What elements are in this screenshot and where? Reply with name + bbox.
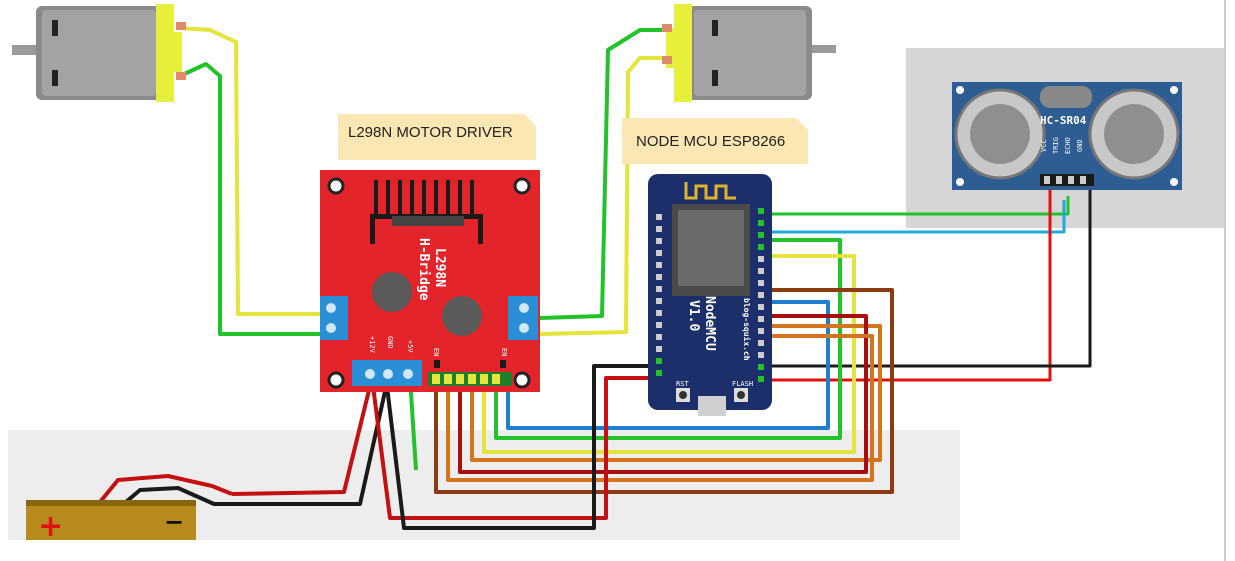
mount-hole [513,177,531,195]
wire-power-red [231,377,374,496]
crystal [1040,86,1092,108]
mount-hole [513,371,531,389]
hbridge-label: H-Bridge [416,238,431,301]
wire-sensor-echo-cyan [762,200,1066,234]
wire-sensor-vcc-red [762,190,1052,382]
capacitor [442,296,482,336]
wires [98,26,1092,530]
wire-right-motor-green [539,28,672,320]
left-motor [12,4,186,102]
mount-hole [327,371,345,389]
rst-label: RST [676,380,689,388]
motor-driver-note-text: L298N MOTOR DRIVER [348,124,513,141]
pin-en-b-label: EN [500,348,508,356]
wire-ctrl-brown [434,288,894,494]
mcu-note-text: NODE MCU ESP8266 [636,133,785,150]
sensor-pin-vcc: VCC [1040,139,1048,152]
mcu-note: NODE MCU ESP8266 [622,118,808,164]
terminal-left [320,296,348,340]
wifi-antenna [684,182,736,200]
right-motor [662,4,836,102]
wire-ctrl-orange-2 [446,334,874,482]
wire-battery-red [98,474,233,504]
mount-hole [327,177,345,195]
flash-label: FLASH [732,380,753,388]
nodemcu-site: blog-squix.ch [742,298,752,361]
pin-en-a-label: EN [432,348,440,356]
wire-power-red-2 [370,376,652,520]
capacitor [372,272,412,312]
wire-right-motor-yellow [539,56,672,336]
wire-ctrl-green [494,238,842,440]
pin-5v-label: +5V [406,340,414,353]
sensor-pin-trig: TRIG [1052,137,1060,154]
usb-port [698,396,726,416]
motor-driver-note: L298N MOTOR DRIVER [338,114,536,160]
pin-gnd-label: GND [386,336,394,349]
pin-12v-label: +12V [368,336,376,354]
wire-sensor-trig-green [762,196,1070,216]
nodemcu-brand: NodeMCU [702,296,717,351]
left-pins [656,214,662,376]
wire-ctrl-orange [470,324,882,462]
l298n-label: L298N [432,248,447,287]
wire-left-motor-green [179,62,322,336]
wire-power-green [408,377,418,471]
sensor-pin-echo: ECHO [1064,137,1072,154]
l298n-board: L298N H-Bridge +12V GND +5V EN EN [320,170,540,392]
heatsink [370,180,483,244]
wire-ctrl-blue [506,300,830,430]
right-pins [758,208,764,382]
hcsr04-sensor: HC-SR04 VCC TRIG ECHO GND [952,82,1182,190]
wire-left-motor-yellow [179,26,322,316]
sensor-model: HC-SR04 [1040,114,1087,127]
battery-positive: + [38,509,63,544]
wire-power-black-2 [384,364,652,530]
terminal-right [508,296,538,340]
sensor-pin-gnd: GND [1076,139,1084,152]
nodemcu-board: NodeMCU V1.0 blog-squix.ch RST [648,174,772,416]
battery-negative: − [164,508,184,536]
wire-ctrl-darkred [458,314,868,474]
wire-ctrl-yellow [482,254,856,454]
wire-battery-black [124,486,232,506]
battery: + − [26,500,196,544]
nodemcu-version: V1.0 [686,300,701,331]
